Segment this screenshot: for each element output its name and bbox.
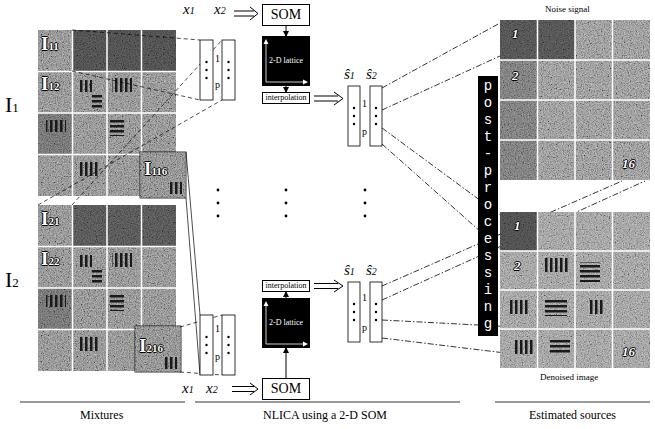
box-label: interpolation	[266, 93, 307, 103]
signal-name: ŝ2	[366, 66, 377, 83]
patch-label: I12	[41, 73, 59, 95]
signal-name: ŝ1	[344, 262, 355, 279]
signal-name: x2	[206, 380, 218, 397]
flow-arrow	[286, 292, 287, 298]
index-label: p	[362, 322, 367, 334]
signal-name: ŝ2	[366, 262, 377, 279]
patch-number: 1	[512, 26, 519, 42]
output-image: Denoised image1216	[500, 212, 650, 368]
patch-number: 16	[622, 344, 635, 360]
image-title: Noise signal	[545, 4, 590, 14]
signal-name: x1	[183, 1, 195, 18]
mixture-image	[38, 205, 181, 372]
section-title: Mixtures	[80, 408, 123, 422]
image-title: Denoised image	[540, 372, 598, 382]
patch-label: I22	[41, 248, 59, 270]
patch-number: 1	[514, 218, 521, 234]
interpolation-box: interpolation	[262, 92, 310, 104]
section-title: Estimated sources	[529, 408, 616, 422]
double-arrow	[232, 7, 343, 395]
section-rule	[20, 402, 650, 403]
patch-number: 2	[514, 258, 521, 274]
patch-number: 16	[622, 156, 635, 172]
output-image	[500, 212, 650, 368]
index-label: p	[215, 351, 220, 363]
mixture-image: I1I11I12I116	[38, 30, 176, 196]
output-image	[500, 20, 650, 180]
vector-symbol	[200, 40, 382, 375]
section-title: NLICA using a 2-D SOM	[263, 408, 387, 422]
signal-name: x1	[182, 380, 194, 397]
box-label: interpolation	[266, 281, 307, 291]
som-box: SOM	[262, 378, 310, 400]
interpolation-box: interpolation	[262, 280, 310, 292]
lattice-box: 2-D lattice	[262, 298, 310, 348]
mixture-image	[38, 30, 186, 198]
patch-number: 2	[512, 68, 519, 84]
box-label: 2-D lattice	[269, 56, 303, 66]
patch-label: I21	[41, 208, 59, 230]
lattice-box: 2-D lattice	[262, 36, 310, 86]
image-label: I1	[5, 92, 19, 118]
vector-dots	[205, 61, 377, 354]
index-label: 1	[362, 292, 367, 304]
index-label: 1	[215, 53, 220, 65]
patch-label: I216	[139, 335, 163, 357]
output-image: Noise signal1216	[500, 20, 650, 180]
index-label: p	[215, 79, 220, 91]
mixture-image: I2I21I22I216	[38, 205, 176, 371]
signal-name: x2	[214, 1, 226, 18]
leader-lines	[38, 30, 222, 375]
patch-label: I11	[41, 33, 59, 55]
box-label: SOM	[271, 7, 301, 23]
index-label: p	[362, 126, 367, 138]
index-label: 1	[215, 323, 220, 335]
patch-label: I116	[144, 158, 167, 180]
box-label: SOM	[271, 381, 301, 397]
index-label: 1	[362, 98, 367, 110]
flow-arrow	[286, 348, 287, 378]
box-label: post-processing	[481, 78, 495, 333]
box-label: 2-D lattice	[269, 318, 303, 328]
flow-arrow	[286, 26, 287, 36]
som-box: SOM	[262, 4, 310, 26]
image-label: I2	[5, 267, 19, 293]
signal-name: ŝ1	[344, 66, 355, 83]
post-processing-bar: post-processing	[478, 76, 498, 336]
lattice-square	[262, 36, 310, 348]
